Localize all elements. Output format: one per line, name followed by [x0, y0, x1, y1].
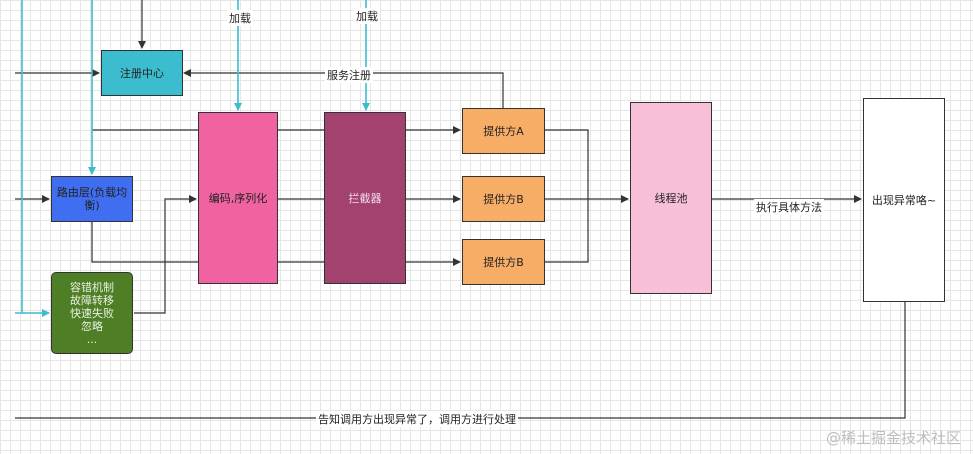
fault-line-2: 故障转移 — [70, 293, 114, 307]
edge-router-to-codec-bottom — [91, 222, 198, 263]
fault-tolerance-node[interactable]: 容错机制 故障转移 快速失败 忽略 ... — [51, 272, 133, 354]
provider-a-node[interactable]: 提供方A — [462, 108, 545, 154]
watermark: @稀土掘金技术社区 — [825, 429, 961, 447]
provider-b1-node[interactable]: 提供方B — [462, 176, 545, 222]
thread-pool-node[interactable]: 线程池 — [630, 102, 712, 294]
provider-b1-label: 提供方B — [483, 192, 524, 206]
edge-provider-b2-to-pool — [545, 199, 589, 263]
codec-label: 编码,序列化 — [208, 191, 268, 205]
interceptor-label: 拦截器 — [348, 191, 382, 205]
edge-service-register — [183, 69, 504, 108]
router-node[interactable]: 路由层(负载均衡) — [51, 176, 133, 222]
edge-fault-to-codec — [134, 195, 197, 314]
interceptor-node[interactable]: 拦截器 — [324, 112, 406, 284]
registry-node[interactable]: 注册中心 — [101, 50, 183, 96]
registry-label: 注册中心 — [120, 66, 164, 80]
label-execute-method: 执行具体方法 — [754, 199, 824, 215]
fault-line-3: 快速失败 — [70, 306, 114, 320]
label-load-2: 加载 — [354, 8, 380, 24]
provider-b2-node[interactable]: 提供方B — [462, 239, 545, 285]
fault-line-1: 容错机制 — [70, 280, 114, 294]
exception-node[interactable]: 出现异常咯~ — [863, 98, 945, 302]
edge-provider-a-to-pool — [545, 129, 589, 199]
label-service-register: 服务注册 — [325, 67, 373, 83]
fault-line-5: ... — [86, 332, 98, 346]
codec-node[interactable]: 编码,序列化 — [198, 112, 278, 284]
fault-line-4: 忽略 — [81, 319, 103, 333]
exception-label: 出现异常咯~ — [871, 193, 937, 207]
label-load-1: 加载 — [227, 10, 253, 26]
provider-b2-label: 提供方B — [483, 255, 524, 269]
thread-pool-label: 线程池 — [654, 191, 688, 205]
provider-a-label: 提供方A — [483, 124, 524, 138]
router-label: 路由层(负载均衡) — [56, 186, 128, 212]
label-notify-caller: 告知调用方出现异常了，调用方进行处理 — [316, 411, 518, 427]
edge-notify-caller — [15, 302, 906, 419]
